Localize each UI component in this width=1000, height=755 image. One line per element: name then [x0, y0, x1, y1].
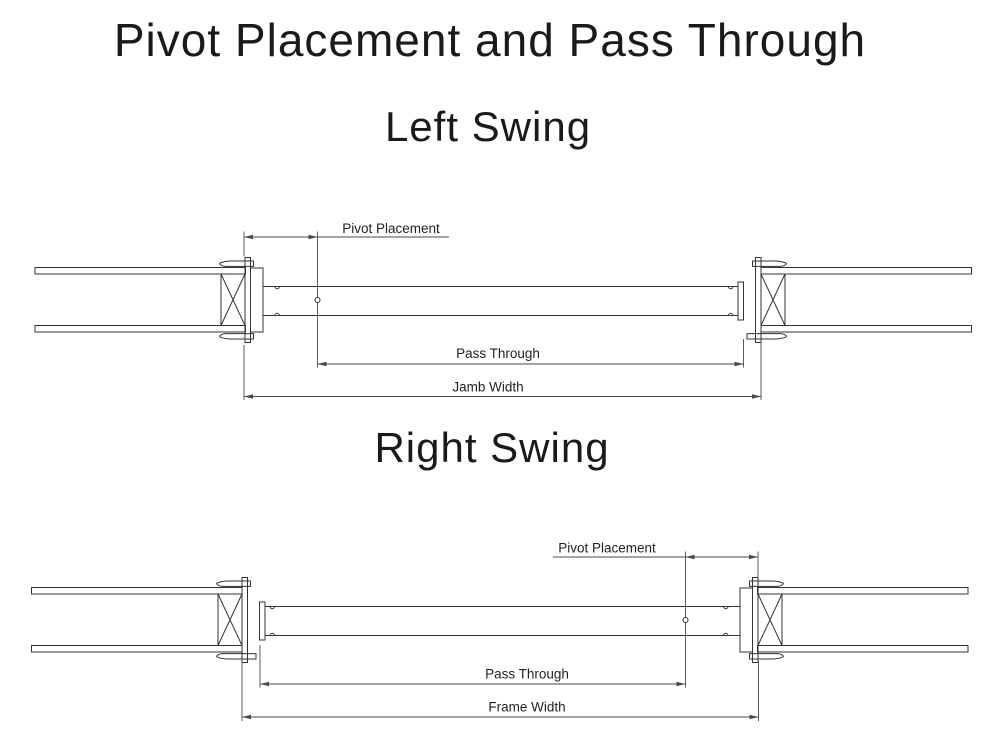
right-swing-assembly — [31, 577, 969, 663]
right-swing-dimensions: Pivot Placement Pass Through Frame Width — [241, 541, 759, 721]
left-swing-diagram: Pivot Placement Pass Through Jamb Width — [34, 221, 972, 400]
dim-arrowhead — [676, 681, 686, 687]
dim-arrowhead — [749, 714, 759, 720]
dim-arrowhead — [749, 554, 758, 560]
pivot-placement-label: Pivot Placement — [558, 541, 656, 556]
pass-through-label: Pass Through — [456, 346, 540, 361]
dim-arrowhead — [308, 234, 318, 240]
right-swing-diagram: Pivot Placement Pass Through Frame Width — [31, 541, 969, 721]
left-swing-dimensions: Pivot Placement Pass Through Jamb Width — [243, 221, 762, 400]
dim-arrowhead — [685, 554, 695, 560]
pivot-placement-label: Pivot Placement — [342, 221, 440, 236]
dim-arrowhead — [752, 394, 761, 399]
pass-through-label: Pass Through — [485, 667, 569, 682]
right-swing-title: Right Swing — [374, 424, 609, 471]
dim-arrowhead — [317, 361, 327, 367]
dim-arrowhead — [244, 234, 253, 240]
left-swing-assembly — [34, 257, 972, 343]
dim-arrowhead — [244, 394, 253, 399]
frame-width-label: Frame Width — [488, 700, 565, 715]
dim-arrowhead — [734, 361, 744, 367]
jamb-width-label: Jamb Width — [452, 380, 523, 395]
dim-arrowhead — [260, 681, 269, 687]
page-title: Pivot Placement and Pass Through — [114, 14, 866, 66]
dim-arrowhead — [242, 714, 251, 720]
left-swing-title: Left Swing — [385, 103, 591, 150]
